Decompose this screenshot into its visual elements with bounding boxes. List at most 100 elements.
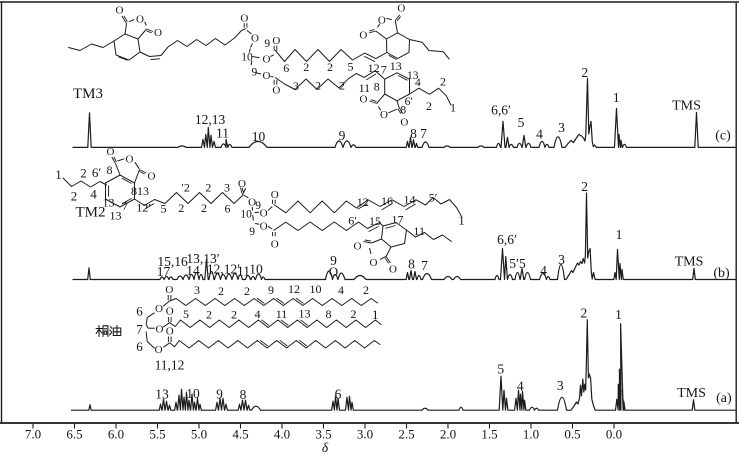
- svg-text:O: O: [263, 53, 271, 65]
- svg-text:O: O: [397, 3, 405, 15]
- svg-text:TM3: TM3: [73, 86, 103, 102]
- svg-text:6,6′: 6,6′: [491, 103, 511, 118]
- svg-text:7: 7: [420, 126, 427, 141]
- svg-text:O: O: [378, 14, 386, 26]
- svg-text:12,12′: 12,12′: [207, 262, 240, 277]
- svg-text:0.0: 0.0: [606, 427, 622, 442]
- svg-text:O: O: [370, 257, 378, 269]
- svg-text:8: 8: [408, 257, 415, 272]
- svg-text:2: 2: [426, 99, 432, 113]
- svg-text:2: 2: [218, 284, 224, 298]
- svg-text:7.0: 7.0: [25, 427, 41, 442]
- svg-text:7: 7: [381, 62, 387, 76]
- svg-text:5.0: 5.0: [191, 427, 207, 442]
- svg-text:1: 1: [458, 213, 465, 228]
- svg-text:7: 7: [421, 258, 428, 273]
- svg-text:12: 12: [357, 195, 369, 209]
- svg-text:8: 8: [326, 307, 332, 321]
- svg-text:9: 9: [339, 128, 346, 143]
- svg-text:5: 5: [183, 307, 189, 321]
- svg-text:8: 8: [107, 163, 113, 177]
- svg-text:O: O: [155, 344, 163, 356]
- svg-text:11,12: 11,12: [155, 358, 185, 373]
- svg-text:3: 3: [557, 378, 564, 393]
- svg-text:10: 10: [252, 129, 266, 144]
- svg-text:2: 2: [351, 307, 357, 321]
- svg-text:9: 9: [249, 226, 255, 238]
- svg-text:2: 2: [231, 308, 237, 322]
- svg-text:O: O: [263, 70, 271, 82]
- svg-text:6: 6: [136, 304, 143, 319]
- svg-text:11: 11: [413, 224, 425, 238]
- svg-text:O: O: [272, 35, 280, 47]
- svg-text:4: 4: [536, 127, 543, 142]
- svg-text:7: 7: [122, 199, 128, 213]
- svg-text:2: 2: [339, 79, 345, 93]
- svg-text:O: O: [165, 284, 173, 296]
- svg-text:13: 13: [390, 59, 402, 73]
- svg-text:3: 3: [194, 283, 200, 297]
- svg-text:TMS: TMS: [672, 99, 701, 114]
- svg-text:3: 3: [558, 252, 565, 267]
- svg-text:4: 4: [90, 187, 97, 202]
- svg-text:O: O: [271, 189, 279, 201]
- svg-text:13: 13: [155, 387, 169, 402]
- svg-text:4: 4: [540, 263, 547, 278]
- svg-text:7: 7: [136, 322, 143, 337]
- svg-text:9: 9: [252, 66, 258, 78]
- svg-text:4: 4: [517, 379, 524, 394]
- svg-text:O: O: [271, 238, 279, 250]
- svg-text:(a): (a): [716, 391, 732, 406]
- svg-text:14: 14: [404, 193, 416, 207]
- svg-text:6.5: 6.5: [66, 427, 82, 442]
- svg-text:O: O: [272, 85, 280, 97]
- svg-text:1: 1: [372, 307, 379, 322]
- svg-text:O: O: [166, 325, 174, 337]
- svg-text:2: 2: [80, 166, 87, 181]
- svg-text:(c): (c): [715, 129, 731, 144]
- svg-text:O: O: [360, 93, 368, 105]
- svg-text:13: 13: [137, 184, 149, 198]
- svg-text:3.0: 3.0: [357, 427, 373, 442]
- svg-text:O: O: [155, 303, 163, 315]
- svg-text:3: 3: [558, 120, 565, 135]
- svg-text:9: 9: [268, 283, 274, 297]
- svg-text:O: O: [380, 109, 388, 121]
- svg-text:13: 13: [299, 307, 311, 321]
- svg-text:14: 14: [186, 263, 200, 278]
- svg-text:O: O: [154, 27, 162, 39]
- svg-text:O: O: [359, 30, 367, 42]
- svg-text:O: O: [329, 264, 338, 279]
- svg-text:10: 10: [240, 208, 252, 220]
- svg-text:2: 2: [581, 306, 588, 321]
- svg-text:O: O: [389, 264, 397, 276]
- svg-text:4.0: 4.0: [274, 427, 290, 442]
- svg-text:2: 2: [581, 179, 588, 194]
- svg-text:6′: 6′: [92, 165, 102, 180]
- svg-text:6.0: 6.0: [108, 427, 124, 442]
- svg-text:11: 11: [216, 126, 229, 141]
- svg-text:4: 4: [415, 77, 421, 89]
- svg-text:10: 10: [186, 386, 200, 401]
- svg-text:16: 16: [381, 194, 393, 208]
- svg-text:2: 2: [440, 75, 446, 89]
- svg-text:6: 6: [335, 387, 342, 402]
- svg-text:2: 2: [244, 284, 250, 298]
- svg-text:1.5: 1.5: [481, 427, 497, 442]
- svg-text:O: O: [240, 13, 248, 25]
- svg-text:O: O: [354, 241, 362, 253]
- svg-text:2: 2: [206, 308, 212, 322]
- svg-text:O: O: [260, 207, 268, 219]
- svg-text:5′5: 5′5: [509, 256, 526, 271]
- svg-text:(b): (b): [713, 266, 730, 281]
- svg-text:2: 2: [201, 201, 207, 215]
- svg-text:2.5: 2.5: [398, 427, 414, 442]
- svg-text:11: 11: [276, 307, 288, 321]
- svg-text:8: 8: [374, 79, 380, 93]
- svg-text:3: 3: [293, 79, 299, 93]
- svg-text:4: 4: [338, 283, 344, 297]
- svg-text:0.5: 0.5: [564, 427, 580, 442]
- svg-text:5: 5: [348, 59, 354, 73]
- svg-text:13: 13: [103, 196, 115, 210]
- svg-text:TM2: TM2: [76, 205, 106, 221]
